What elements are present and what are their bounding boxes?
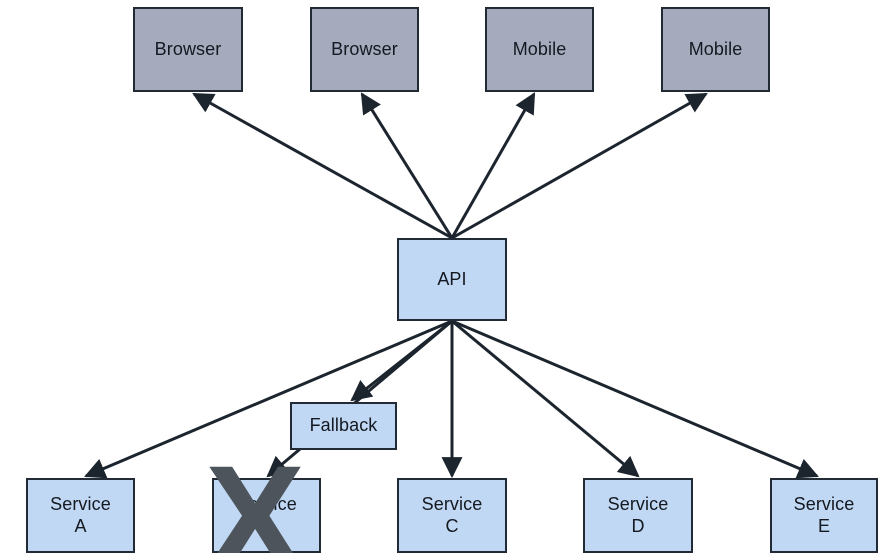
edge-api-to-mobile-1 (450, 92, 536, 239)
edge-api-to-service-e (451, 319, 819, 479)
edge-api-to-browser-1 (192, 92, 453, 240)
node-fallback[interactable]: Fallback (290, 402, 397, 450)
edge-api-to-fallback (350, 319, 453, 402)
edge-api-to-service-d (451, 319, 640, 478)
edge-api-to-mobile-2 (451, 92, 708, 240)
service-b-failed-marker: X (205, 434, 306, 553)
node-label-mobile-2: Mobile (688, 38, 743, 59)
node-label-api: API (437, 268, 467, 289)
node-api[interactable]: API (397, 238, 507, 321)
node-mobile-1[interactable]: Mobile (485, 7, 594, 92)
node-label-browser-2: Browser (331, 38, 398, 59)
node-label-browser-1: Browser (154, 38, 222, 59)
edge-api-to-browser-2 (360, 92, 454, 239)
node-browser-2[interactable]: Browser (310, 7, 419, 92)
node-label-mobile-1: Mobile (512, 38, 567, 59)
node-label-fallback: Fallback (309, 415, 378, 436)
node-browser-1[interactable]: Browser (133, 7, 243, 92)
node-mobile-2[interactable]: Mobile (661, 7, 770, 92)
